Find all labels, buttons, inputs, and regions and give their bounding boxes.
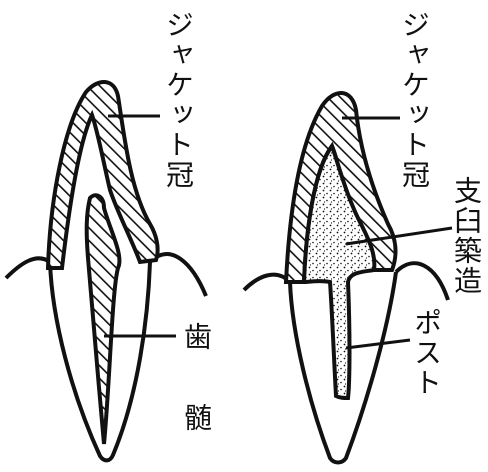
label-right-jacket-crown: ジャケット冠 — [400, 10, 428, 190]
right-gingiva-right — [396, 263, 448, 300]
label-pulp: 歯 髄 — [182, 322, 210, 453]
right-gingiva-left — [244, 275, 290, 290]
left-gingiva-right — [150, 254, 206, 296]
left-gingiva-left — [6, 258, 50, 278]
label-post: ポスト — [412, 308, 440, 398]
label-abutment-build-up: 支臼築造 — [452, 176, 480, 296]
label-left-jacket-crown: ジャケット冠 — [164, 10, 192, 190]
